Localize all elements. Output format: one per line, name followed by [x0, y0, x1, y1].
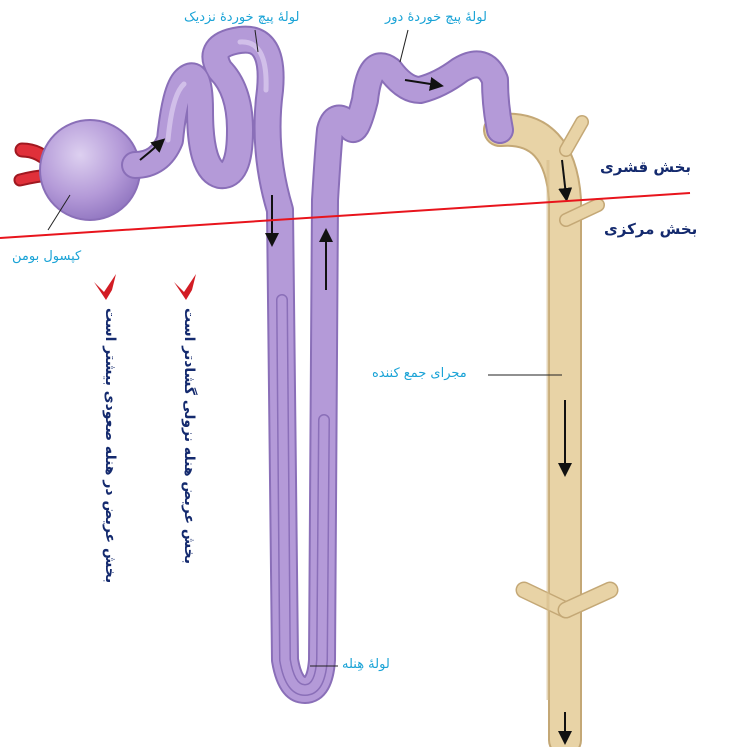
- note-descending-wide: بخش عریض هنله نزولی گشادتر است: [181, 308, 197, 564]
- note-ascending-wide: بخش عریض در هنله صعودی بیشتر است: [102, 308, 118, 583]
- label-distal-tubule: لولهٔ پیچ خوردهٔ دور: [385, 10, 487, 25]
- label-collecting-duct: مجرای جمع کننده: [372, 366, 467, 381]
- label-loop-of-henle: لولهٔ هِنله: [342, 657, 390, 672]
- collecting-duct: [500, 122, 610, 740]
- label-medulla: بخش مرکزی: [604, 220, 697, 238]
- check-markers: [94, 274, 196, 300]
- label-cortex: بخش قشری: [600, 158, 691, 176]
- label-bowman-capsule: کپسول بومن: [12, 249, 81, 264]
- label-proximal-tubule: لولهٔ پیچ خوردهٔ نزدیک: [184, 10, 299, 25]
